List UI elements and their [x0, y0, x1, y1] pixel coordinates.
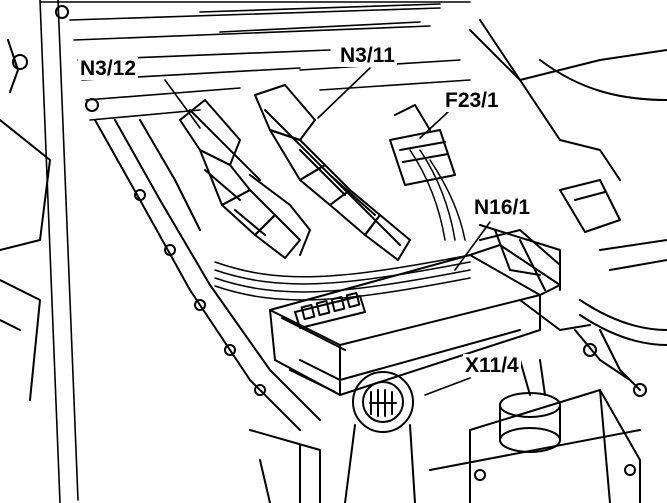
relay-module-n3-11	[254, 84, 411, 261]
connector-x11-4	[344, 371, 416, 503]
leader-lines	[164, 67, 491, 396]
label-n16-1: N16/1	[472, 196, 533, 219]
label-n3-11: N3/11	[338, 44, 397, 67]
fuse-f23-1	[389, 104, 456, 186]
right-side-components	[469, 19, 667, 397]
reservoir	[469, 359, 641, 503]
relay-module-n3-12	[179, 99, 311, 259]
bolt	[55, 5, 69, 19]
label-f23-1: F23/1	[443, 89, 501, 112]
control-unit-n16-1	[269, 229, 561, 396]
label-x11-4: X11/4	[463, 354, 521, 377]
front-frame	[94, 119, 321, 431]
bolt	[85, 98, 99, 112]
bolt	[12, 54, 28, 70]
lower-structure	[249, 429, 641, 503]
label-n3-12: N3/12	[78, 57, 139, 80]
